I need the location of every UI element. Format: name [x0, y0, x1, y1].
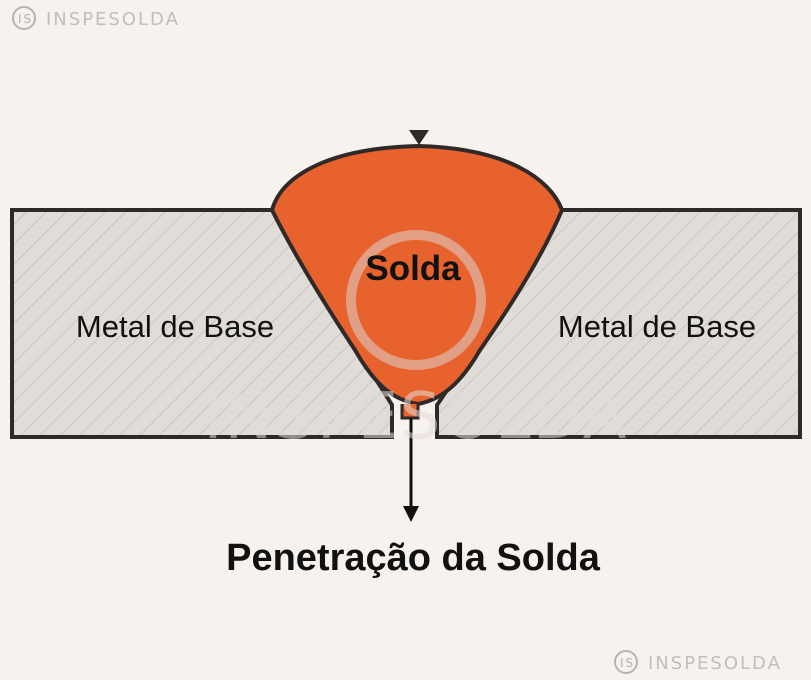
watermark-top-left: IS INSPESOLDA: [12, 6, 180, 30]
penetration-arrow-head-icon: [403, 506, 419, 522]
inspesolda-logo-icon: [12, 6, 36, 30]
inspesolda-logo-large-icon: [346, 230, 486, 370]
watermark-brand-small-text: INSPESOLDA: [648, 653, 782, 674]
penetration-label: Penetração da Solda: [226, 537, 601, 579]
weld-symbol-icon: [409, 130, 429, 145]
watermark-bottom-right: IS INSPESOLDA: [614, 650, 782, 674]
weld-label: Solda: [365, 249, 461, 288]
watermark-logo-mark: IS: [18, 12, 33, 26]
base-metal-right-label: Metal de Base: [558, 309, 756, 344]
inspesolda-logo-small-icon: [614, 650, 638, 674]
watermark-logo-mark-small: IS: [620, 656, 635, 670]
watermark-brand-large-text: INSPESOLDA: [204, 380, 629, 454]
weld-bead: [270, 144, 564, 406]
base-metal-left-label: Metal de Base: [76, 309, 274, 344]
watermark-brand-text: INSPESOLDA: [46, 9, 180, 30]
watermark-center: INSPESOLDA: [204, 230, 629, 454]
